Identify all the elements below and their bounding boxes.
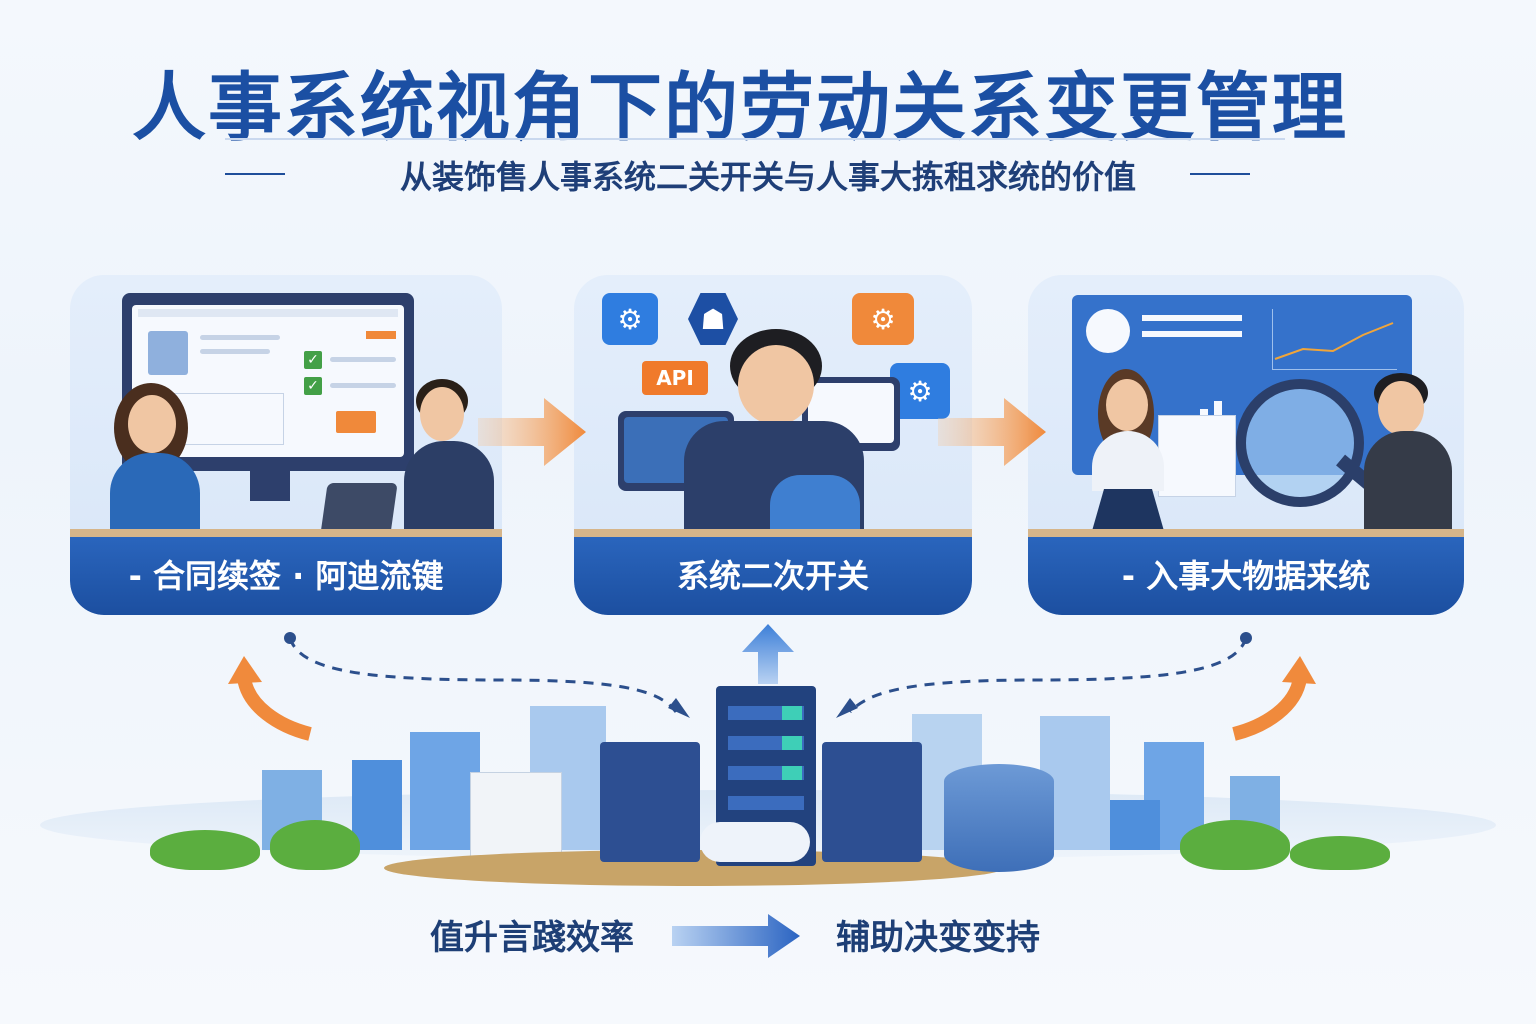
api-tag: API (642, 361, 708, 395)
gear-icon: ⚙ (602, 293, 658, 345)
dashed-connector (284, 632, 1252, 718)
database-icon (944, 764, 1054, 872)
arrow-right-icon (478, 398, 586, 466)
page-title: 人事系统视角下的劳动关系变更管理 (132, 65, 1348, 151)
office-building (470, 772, 562, 864)
panel-contract-renewal: ✓ ✓ - 合同续签 · 阿迪流键 (70, 275, 502, 615)
profile-photo (148, 331, 188, 375)
cloud-icon (700, 822, 810, 862)
server-icon (600, 742, 700, 862)
monitor-screen: ✓ ✓ (132, 305, 404, 457)
shield-icon: ☗ (688, 293, 738, 345)
check-icon: ✓ (304, 351, 322, 369)
analyst-man-avatar (1378, 381, 1424, 435)
arrow-right-icon (938, 398, 1046, 466)
panel-hr-big-data: - 入事大物据来统 (1028, 275, 1464, 615)
arrow-right-icon (672, 914, 800, 958)
man-body (404, 441, 494, 541)
chart-icon (1272, 309, 1397, 370)
arrow-up-icon (742, 624, 794, 684)
analyst-woman-body (1092, 431, 1164, 491)
woman-avatar (128, 395, 176, 453)
panel-1-label: - 合同续签 · 阿迪流键 (128, 557, 444, 595)
report-sheet (1158, 415, 1236, 497)
server-icon (822, 742, 922, 862)
curved-arrow-icon (1232, 656, 1316, 741)
analyst-man-body (1364, 431, 1452, 543)
title-divider (225, 138, 1285, 140)
panel-system-development: ⚙ ☗ ⚙ ⚙ API 系统二次开关 (574, 275, 972, 615)
man-avatar (420, 387, 464, 441)
analyst-woman-avatar (1106, 379, 1148, 431)
check-icon: ✓ (304, 377, 322, 395)
tablet (320, 483, 398, 535)
panel-3-label: - 入事大物据来统 (1121, 557, 1371, 595)
panel-2-label: 系统二次开关 (676, 557, 869, 595)
woman-body (110, 453, 200, 543)
curved-arrow-icon (228, 656, 312, 741)
page-subtitle: 从装饰售人事系统二关开关与人事大拣租求统的价值 (399, 158, 1136, 196)
footer-left-text: 值升言踐效率 (430, 918, 634, 958)
footer-right-text: 辅助决变变持 (836, 918, 1040, 958)
magnifier-icon (1236, 379, 1364, 507)
subtitle-right-line (1190, 173, 1250, 175)
subtitle-left-line (225, 173, 285, 175)
developer-avatar (738, 345, 814, 425)
gear-icon: ⚙ (890, 363, 950, 419)
gear-icon: ⚙ (852, 293, 914, 345)
